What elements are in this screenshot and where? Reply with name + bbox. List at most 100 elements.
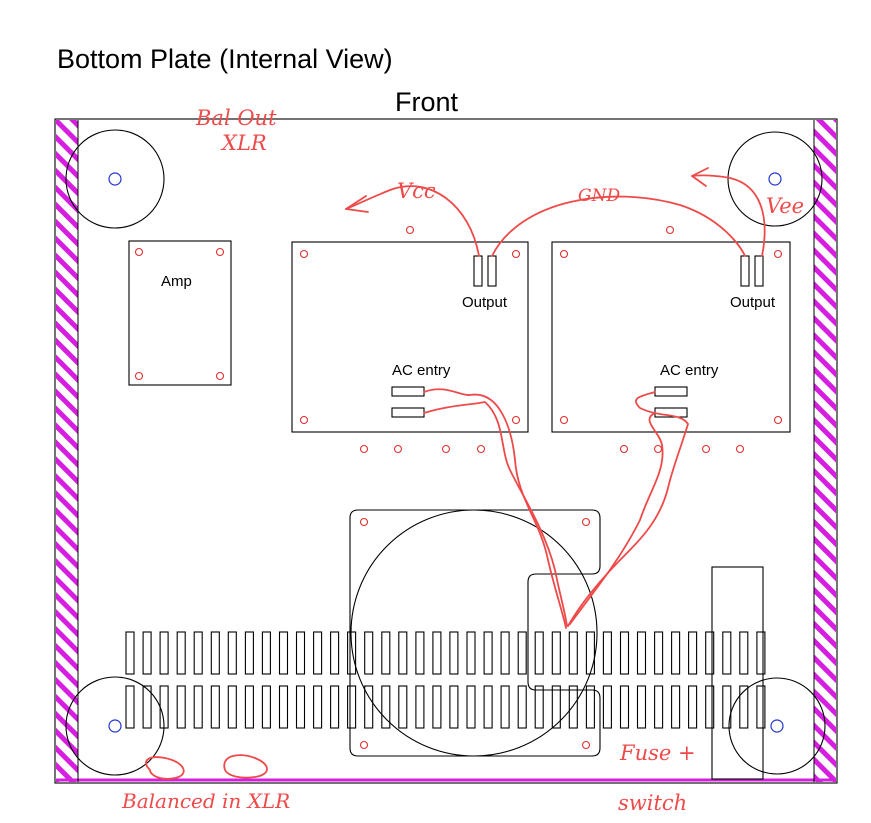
vent-slot [449,631,459,675]
vent-slot [278,685,289,729]
bolt-bottom-left [108,719,122,733]
vent-slot [415,631,425,675]
vee-annotation: Vee [766,194,804,218]
vent-slot [210,631,220,675]
plate-outline [54,118,838,784]
vent-slot [619,631,630,675]
vent-slot [295,631,306,675]
vent-slot [347,685,357,729]
diagram-title: Bottom Plate (Internal View) [57,44,393,74]
switch-annotation: switch [618,791,687,815]
balanced-in-annotation: Balanced in XLR [121,789,290,813]
vent-slot [551,685,561,729]
ac-wire-left [423,388,567,629]
vent-slot [722,685,732,729]
vent-slot [244,685,254,729]
vent-slot [449,685,459,729]
vent-slot [142,631,152,675]
fuse-switch-box [711,566,764,780]
output-terminal [487,255,497,287]
vent-slot [671,631,681,675]
vee-wire [691,174,766,257]
amp-label: Amp [161,273,192,290]
corner-foot-top-right [727,131,823,227]
vent-slot [585,631,595,675]
ac-terminal [654,386,688,397]
vent-slot [364,631,374,675]
vent-slot [500,631,510,675]
vent-slot [313,685,323,729]
toroidal-transformer [350,509,598,757]
vent-slot [295,685,306,729]
psu-left-ac-label: AC entry [392,362,451,379]
gnd-annotation: GND [578,186,620,206]
psu-left-output-label: Output [462,294,508,311]
vent-slot [244,631,254,675]
ac-wire-right-b [569,412,664,625]
bolt-bottom-right [770,719,784,733]
front-label: Front [395,87,459,117]
vent-slots [125,631,766,729]
vcc-arrowhead [345,195,369,213]
vent-slot [500,685,510,729]
balanced-in-mark-2 [223,754,268,779]
vent-slot [466,631,476,675]
vent-slot [517,631,527,675]
psu-board-left: Output AC entry [291,241,529,433]
mounting-holes [359,225,745,454]
vent-slot [568,685,578,729]
vent-slot [705,685,715,729]
vent-slot [176,685,186,729]
output-terminal [754,255,764,287]
vent-slot [671,685,681,729]
vent-slot [176,631,186,675]
bolt-top-left [108,172,122,186]
vent-slot [193,631,203,675]
vent-slot [739,685,749,729]
vent-slot [722,631,732,675]
bal-out-annotation: Bal Out [195,106,277,130]
vent-slot [483,631,493,675]
vent-slot [432,685,442,729]
vent-slot [347,631,357,675]
vent-slot [381,685,391,729]
hand-drawn-wires [145,167,766,780]
vent-slot [381,631,391,675]
left-side-hatching [56,120,78,782]
vent-slot [602,631,612,675]
vent-slot [517,685,527,729]
vent-slot [585,685,595,729]
balanced-in-mark-1 [145,756,185,780]
xlr-top-annotation: XLR [220,131,267,155]
vcc-wire [345,185,480,257]
vent-slot [159,685,169,729]
vent-slot [210,685,220,729]
vent-slot [261,685,271,729]
vent-slot [688,685,698,729]
transformer-plate [349,509,601,757]
ac-wire-left-b [423,401,568,627]
vent-slot [466,685,476,729]
vent-slot [142,685,152,729]
vent-slot [602,685,612,729]
corner-foot-bottom-right [728,677,826,775]
ac-terminal [391,386,425,397]
vee-arrowhead [691,167,709,187]
vent-slot [227,631,237,675]
vent-slot [364,685,374,729]
vent-slot [551,631,561,675]
corner-foot-top-left [65,129,165,229]
vent-slot [261,631,271,675]
output-terminal [473,255,483,287]
vent-slot [654,631,664,675]
vent-slot [568,631,578,675]
vent-slot [398,631,408,675]
gnd-wire [491,195,746,257]
vcc-annotation: Vcc [397,179,436,203]
vent-slot [739,631,749,675]
psu-right-output-label: Output [730,294,776,311]
vent-slot [193,685,203,729]
psu-board-right: Output AC entry [551,241,791,433]
vent-slot [432,631,442,675]
